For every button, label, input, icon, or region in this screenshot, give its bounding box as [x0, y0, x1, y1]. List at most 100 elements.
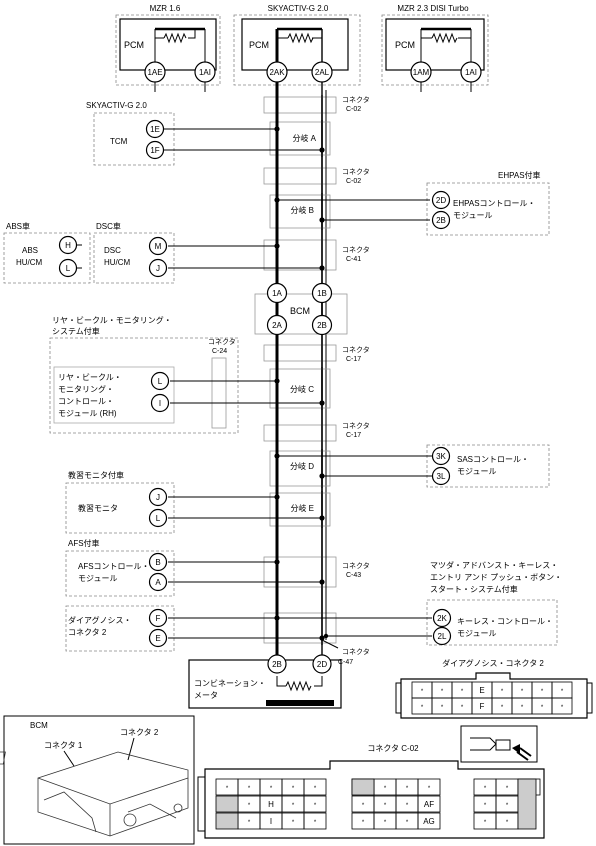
pin-label: E: [155, 634, 160, 643]
c02-pin-cell-label: *: [506, 786, 509, 792]
pin-label: H: [65, 241, 71, 250]
diag-line-2: コネクタ 2: [68, 628, 107, 637]
bcm-photo-title: BCM: [30, 721, 48, 730]
pin-label: L: [66, 264, 71, 273]
pin-label: 1AI: [199, 68, 211, 77]
branch-b-label: 分岐 B: [290, 205, 314, 215]
diag-connector-face: ダイアグノシス・コネクタ 2 ***E*******F****: [395, 658, 593, 719]
ehpas-line-2: モジュール: [453, 211, 492, 220]
abs-line-1: ABS: [22, 246, 38, 255]
pin-label: 1E: [150, 125, 160, 134]
teach-group: 教習モニタ付車 教習モニタ: [65, 470, 322, 534]
pin-label: 2B: [436, 216, 446, 225]
c02-pin-cell-label: *: [362, 803, 365, 809]
pin-label: J: [156, 493, 160, 502]
keyless-group: マツダ・アドバンスト・キーレス・ エントリ アンド プッシュ・ボタン・ スタート…: [277, 560, 562, 646]
pcm-skyactiv-group: SKYACTIV-G 2.0 PCM: [233, 4, 361, 86]
pin-label: 1A: [272, 289, 282, 298]
c02-pin-cell-label: *: [248, 803, 251, 809]
diag-pin-cell-label: *: [441, 689, 444, 695]
bcm-photo-box: BCM コネクタ 2 コネクタ 1: [0, 715, 195, 845]
connector-c17-label: C-17: [346, 356, 361, 363]
bcm-connector-2-label: コネクタ 2: [120, 728, 159, 737]
connector-label: コネクタ: [342, 167, 370, 176]
c02-pin-cell: [303, 778, 327, 796]
c02-pin-cell-label: *: [270, 786, 273, 792]
diag-pin-cell-label: *: [441, 705, 444, 711]
pin-label: 2D: [317, 660, 327, 669]
pin-label: 1AE: [147, 68, 162, 77]
combi-line-2: メータ: [194, 691, 218, 700]
c02-pin-cell-label: *: [406, 820, 409, 826]
connector-c47-label: C-47: [338, 659, 353, 666]
pin-label: B: [155, 558, 160, 567]
keyless-title-3: スタート・システム付車: [430, 584, 518, 594]
c02-connector-face: コネクタ C-02 *************H*****AF***I*****…: [197, 744, 545, 839]
c02-pin-cell-label: *: [406, 803, 409, 809]
dsc-line-2: HU/CM: [104, 258, 131, 267]
pcm-label: PCM: [249, 40, 269, 50]
c02-pin-cell-label: *: [484, 786, 487, 792]
bcm-unit-drawing: [0, 751, 189, 837]
diag-pin-cell-label: *: [421, 705, 424, 711]
dsc-title: DSC車: [96, 221, 121, 231]
pin-label: 3K: [436, 452, 446, 461]
pin-label: L: [156, 514, 161, 523]
connector-labels: コネクタ C-02 コネクタ C-02 コネクタ C-41 コネクタ C-17 …: [321, 95, 370, 666]
rvm-connector-line-2: C-24: [212, 348, 227, 355]
combi-line-1: コンビネーション・: [194, 679, 266, 688]
connector-label: コネクタ: [342, 245, 370, 254]
c02-pin-cell-label: *: [314, 786, 317, 792]
tcm-group: SKYACTIV-G 2.0 TCM: [86, 101, 322, 166]
c02-pin-cell: [303, 812, 327, 830]
pin-label: A: [155, 578, 161, 587]
connector-c02-label: C-02: [346, 178, 361, 185]
pin-label: 1F: [150, 146, 159, 155]
pin-label: I: [159, 399, 161, 408]
branch-a-label: 分岐 A: [292, 133, 316, 143]
c02-pin-cell-label: *: [362, 820, 365, 826]
branch-d-label: 分岐 D: [290, 461, 314, 471]
pin-label: 1AM: [413, 68, 430, 77]
ehpas-line-1: EHPASコントロール・: [453, 199, 536, 208]
diag-pin-cell-label: *: [461, 705, 464, 711]
c02-pin-cell-label: H: [268, 800, 274, 809]
rvm-group: リヤ・ビークル・モニタリング・ システム付車 リヤ・ビークル・ モニタリング・ …: [49, 315, 322, 434]
pcm-mzr16-group: MZR 1.6 PCM: [115, 4, 221, 92]
diag-pin-cell-label: F: [480, 702, 485, 711]
pin-circles: 1AE 1AI 2AK 2AL 1AM 1AI 1E 1F H L M J 2D…: [58, 61, 482, 674]
pin-label: 1AI: [465, 68, 477, 77]
pin-label: 2D: [436, 196, 446, 205]
diag-pin-cell-label: *: [421, 689, 424, 695]
c02-pin-cell-label: *: [292, 786, 295, 792]
c02-pin-cell-label: *: [248, 786, 251, 792]
diag-pin-cell-label: *: [561, 689, 564, 695]
c02-pin-cell-label: *: [384, 820, 387, 826]
pin-label: 2AL: [315, 68, 330, 77]
diag-pin-cell-label: *: [541, 689, 544, 695]
c02-key-cell: [215, 795, 239, 813]
connector-c41-label: C-41: [346, 256, 361, 263]
diag-pin-cell-label: E: [479, 686, 484, 695]
c02-pin-cell-label: *: [248, 820, 251, 826]
afs-line-2: モジュール: [78, 574, 117, 583]
pin-label: 3L: [437, 472, 446, 481]
c02-pin-cell-label: *: [314, 820, 317, 826]
sas-line-1: SASコントロール・: [457, 455, 529, 464]
c02-key-cell: [215, 812, 239, 830]
c02-pin-cell-label: *: [428, 786, 431, 792]
branch-c-label: 分岐 C: [290, 384, 314, 394]
pin-label: 2A: [272, 321, 282, 330]
diag-pin-cell-label: *: [561, 705, 564, 711]
branch-e-label: 分岐 E: [290, 503, 314, 513]
dsc-group: DSC車 DSC HU/CM: [93, 221, 322, 284]
c02-pin-cell-label: *: [292, 820, 295, 826]
keyless-line-1: キーレス・コントロール・: [457, 617, 553, 626]
connector-label: コネクタ: [342, 421, 370, 430]
junction-dots: [274, 126, 329, 641]
dsc-line-1: DSC: [104, 246, 121, 255]
connector-plug-icon: [460, 725, 538, 763]
c02-pin-cell-label: I: [270, 817, 272, 826]
c02-pin-cell-label: *: [314, 803, 317, 809]
abs-title: ABS車: [6, 221, 30, 231]
